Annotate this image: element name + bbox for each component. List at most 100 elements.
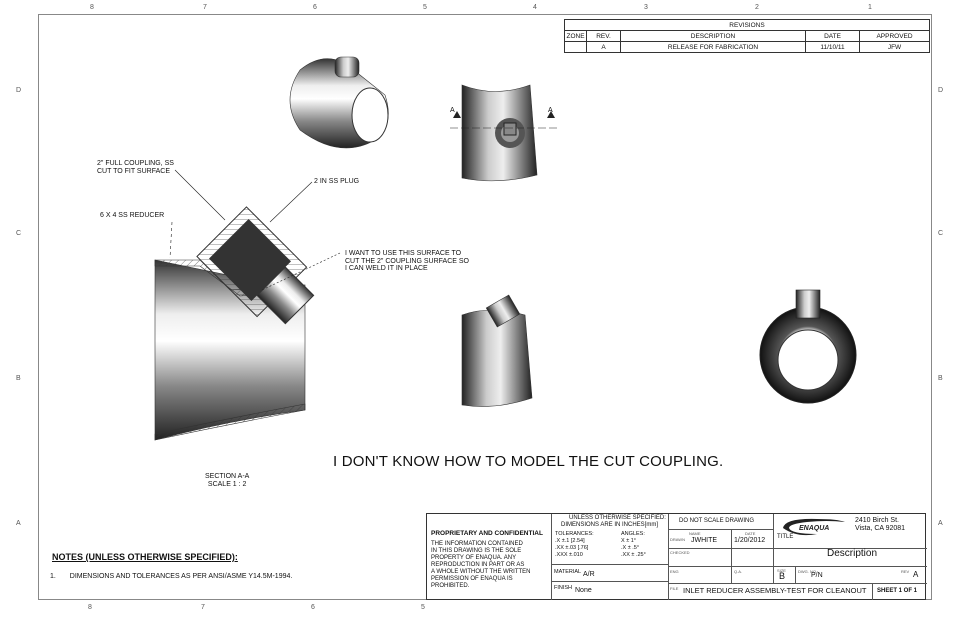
- sheet-number: SHEET 1 OF 1: [877, 588, 918, 594]
- name-label: NAME: [689, 531, 701, 536]
- revisions-table: REVISIONS ZONE REV. DESCRIPTION DATE APP…: [564, 19, 930, 53]
- zone-row: B: [938, 375, 943, 382]
- finish-value: None: [575, 587, 592, 594]
- dwg-number: P/N: [811, 572, 823, 579]
- title-block: PROPRIETARY AND CONFIDENTIAL THE INFORMA…: [426, 513, 927, 600]
- text-line: UNLESS OTHERWISE SPECIFIED:: [569, 515, 666, 521]
- company-logo: ENAQUA: [783, 518, 845, 536]
- tolerance: .XX ±.03 [.76]: [555, 545, 589, 551]
- isometric-view: [289, 56, 389, 149]
- note-num: 1.: [50, 573, 56, 580]
- title-label: TITLE: [777, 534, 794, 540]
- zone-col: 8: [90, 4, 94, 11]
- rev-approved: JFW: [859, 41, 930, 53]
- rev-date: 11/10/11: [805, 41, 860, 53]
- proprietary-text: THE INFORMATION CONTAINED IN THIS DRAWIN…: [431, 541, 530, 590]
- address-line: Vista, CA 92081: [855, 525, 906, 532]
- tolerance: .X ±.1 [2.54]: [555, 538, 585, 544]
- text-line: PROPERTY OF ENAQUA. ANY: [431, 555, 517, 561]
- zone-row: A: [938, 520, 943, 527]
- angle: X ± 1°: [621, 538, 637, 544]
- section-view: [154, 169, 341, 441]
- callout-plug: 2 IN SS PLUG: [314, 178, 360, 185]
- angles: ANGLES: X ± 1° .X ± .5° .XX ± .25°: [621, 531, 646, 559]
- note-item: 1. DIMENSIONS AND TOLERANCES AS PER ANSI…: [50, 573, 292, 581]
- zone-col: 4: [533, 4, 537, 11]
- note-text: DIMENSIONS AND TOLERANCES AS PER ANSI/AS…: [69, 573, 293, 580]
- tolerance: .XXX ±.010: [555, 552, 583, 558]
- finish-label: FINISH: [554, 585, 573, 591]
- eng-label: ENG: [670, 569, 679, 574]
- zone-row: D: [16, 87, 22, 94]
- rev-value: A: [913, 570, 919, 579]
- material-label: MATERIAL: [554, 569, 582, 575]
- section-label: SECTION A-A SCALE 1 : 2: [205, 473, 249, 488]
- revision-row: A RELEASE FOR FABRICATION 11/10/11 JFW: [564, 41, 930, 53]
- callout-line: I WANT TO USE THIS SURFACE TO: [345, 250, 462, 257]
- address-line: 2410 Birch St.: [855, 517, 899, 524]
- callout-line: 2" FULL COUPLING, SS: [97, 160, 174, 167]
- notes-heading: NOTES (UNLESS OTHERWISE SPECIFIED):: [52, 552, 238, 562]
- side-view: [461, 294, 533, 407]
- callout-line: I CAN WELD IT IN PLACE: [345, 265, 428, 273]
- text-line: A WHOLE WITHOUT THE WRITTEN: [431, 569, 531, 575]
- size-value: B: [779, 571, 786, 581]
- text-line: REPRODUCTION IN PART OR AS: [431, 562, 525, 568]
- main-note: I DON'T KNOW HOW TO MODEL THE CUT COUPLI…: [333, 453, 724, 470]
- zone-col: 7: [201, 604, 205, 611]
- zone-row: A: [16, 520, 21, 527]
- tolerances-label: TOLERANCES:: [555, 531, 594, 537]
- material-value: A/R: [583, 571, 595, 578]
- angles-label: ANGLES:: [621, 531, 645, 537]
- unless-specified: UNLESS OTHERWISE SPECIFIED: DIMENSIONS A…: [561, 515, 666, 529]
- section-title: SECTION A-A: [205, 473, 250, 480]
- tolerances: TOLERANCES: .X ±.1 [2.54] .XX ±.03 [.76]…: [555, 531, 594, 559]
- callout-surface: I WANT TO USE THIS SURFACE TO CUT THE 2"…: [345, 250, 469, 273]
- logo-text: ENAQUA: [799, 525, 829, 532]
- text-line: PROHIBITED.: [431, 583, 470, 589]
- section-scale: SCALE 1 : 2: [207, 480, 247, 488]
- text-line: IN THIS DRAWING IS THE SOLE: [431, 548, 522, 554]
- company-address: 2410 Birch St. Vista, CA 92081: [855, 517, 905, 533]
- callout-line: CUT TO FIT SURFACE: [97, 167, 170, 175]
- file-label: FILE: [670, 586, 679, 591]
- dwg-label: DWG. NO.: [798, 569, 818, 574]
- do-not-scale: DO NOT SCALE DRAWING: [679, 518, 755, 524]
- zone-row: C: [16, 230, 22, 237]
- section-marker-right: A: [548, 107, 553, 114]
- proprietary-title: PROPRIETARY AND CONFIDENTIAL: [431, 530, 543, 537]
- callout-coupling: 2" FULL COUPLING, SS CUT TO FIT SURFACE: [97, 160, 174, 175]
- section-marker-left: A: [450, 107, 455, 114]
- zone-col: 7: [203, 4, 207, 11]
- drawn-by: JWHITE: [691, 537, 718, 544]
- front-view: [450, 84, 560, 182]
- text-line: THE INFORMATION CONTAINED: [431, 541, 523, 547]
- zone-col: 3: [644, 4, 648, 11]
- callout-reducer: 6 X 4 SS REDUCER: [100, 212, 165, 219]
- size-label: SIZE: [777, 568, 786, 573]
- zone-row: D: [938, 87, 944, 94]
- angle: .X ± .5°: [621, 545, 640, 551]
- file-name: INLET REDUCER ASSEMBLY-TEST FOR CLEANOUT: [683, 586, 867, 595]
- end-view: [759, 289, 857, 404]
- checked-label: CHECKED: [670, 550, 690, 555]
- text-line: PERMISSION OF ENAQUA IS: [431, 576, 513, 582]
- rev-label: REV: [901, 569, 910, 574]
- zone-row: C: [938, 230, 944, 237]
- zone-col: 2: [755, 4, 759, 11]
- angle: .XX ± .25°: [621, 552, 646, 558]
- date-label: DATE: [745, 531, 756, 536]
- zone-col: 1: [868, 4, 872, 11]
- drawing-title: Description: [827, 548, 878, 559]
- text-line: DIMENSIONS ARE IN INCHES[mm]: [561, 522, 659, 528]
- drawn-date: 1/20/2012: [734, 537, 766, 544]
- callout-line: CUT THE 2" COUPLING SURFACE SO: [345, 257, 469, 265]
- zone-col: 6: [311, 604, 315, 611]
- drawn-label: DRAWN: [670, 537, 685, 542]
- qa-label: Q.A.: [734, 569, 743, 574]
- zone-col: 5: [421, 604, 425, 611]
- zone-col: 5: [423, 4, 427, 11]
- zone-row: B: [16, 375, 21, 382]
- zone-col: 6: [313, 4, 317, 11]
